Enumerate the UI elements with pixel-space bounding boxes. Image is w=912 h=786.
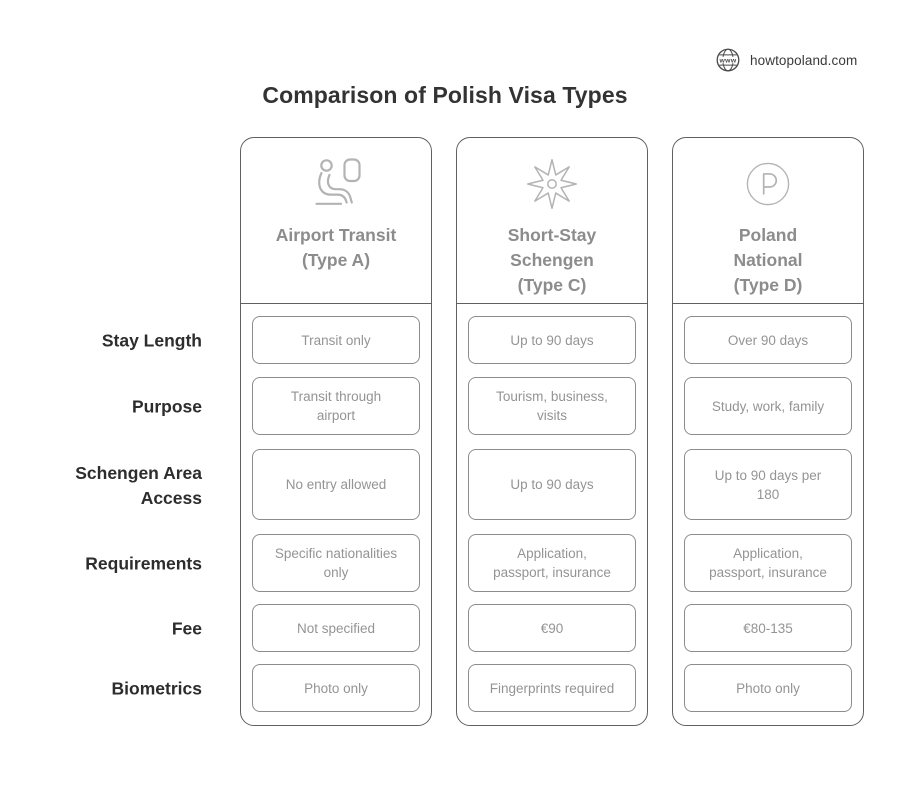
cell-purpose-type-a: Transit through airport [252,377,420,435]
column-header-type-a: Airport Transit (Type A) [241,138,431,304]
column-header-type-c: Short-Stay Schengen (Type C) [457,138,647,304]
eight-point-star-icon [523,156,581,212]
cell-fee-type-d: €80-135 [684,604,852,652]
svg-text:www: www [718,58,736,65]
cell-stay-length-type-a: Transit only [252,316,420,364]
cell-schengen-area-access-type-a: No entry allowed [252,449,420,520]
row-label-schengen-area-access: Schengen Area Access [75,463,202,508]
column-title-type-d: Poland National (Type D) [733,225,803,295]
logo-text: howtopoland.com [750,52,858,68]
visa-column-type-d: Poland National (Type D) Over 90 days St… [672,137,864,726]
cell-fee-type-a: Not specified [252,604,420,652]
cell-biometrics-type-a: Photo only [252,664,420,712]
visa-column-type-c: Short-Stay Schengen (Type C) Up to 90 da… [456,137,648,726]
cell-requirements-type-a: Specific nationalities only [252,534,420,592]
globe-www-icon: www [716,48,740,72]
row-label-stay-length: Stay Length [101,330,202,351]
cell-purpose-type-c: Tourism, business, visits [468,377,636,435]
site-logo: www howtopoland.com [713,45,857,75]
row-label-biometrics: Biometrics [111,678,202,699]
cell-requirements-type-c: Application, passport, insurance [468,534,636,592]
cell-requirements-type-d: Application, passport, insurance [684,534,852,592]
row-label-fee: Fee [171,618,202,639]
cell-schengen-area-access-type-c: Up to 90 days [468,449,636,520]
cell-purpose-type-d: Study, work, family [684,377,852,435]
column-title-type-a: Airport Transit (Type A) [275,225,397,270]
cell-schengen-area-access-type-d: Up to 90 days per 180 [684,449,852,520]
column-header-type-d: Poland National (Type D) [673,138,863,304]
cell-stay-length-type-d: Over 90 days [684,316,852,364]
row-label-purpose: Purpose [131,396,202,417]
row-label-requirements: Requirements [85,553,202,574]
page-title: Comparison of Polish Visa Types [262,82,628,108]
cell-stay-length-type-c: Up to 90 days [468,316,636,364]
cell-fee-type-c: €90 [468,604,636,652]
cell-biometrics-type-c: Fingerprints required [468,664,636,712]
p-circle-icon [745,156,791,212]
airplane-seat-icon [308,156,364,212]
cell-biometrics-type-d: Photo only [684,664,852,712]
column-title-type-c: Short-Stay Schengen (Type C) [507,225,597,295]
visa-column-type-a: Airport Transit (Type A) Transit only Tr… [240,137,432,726]
